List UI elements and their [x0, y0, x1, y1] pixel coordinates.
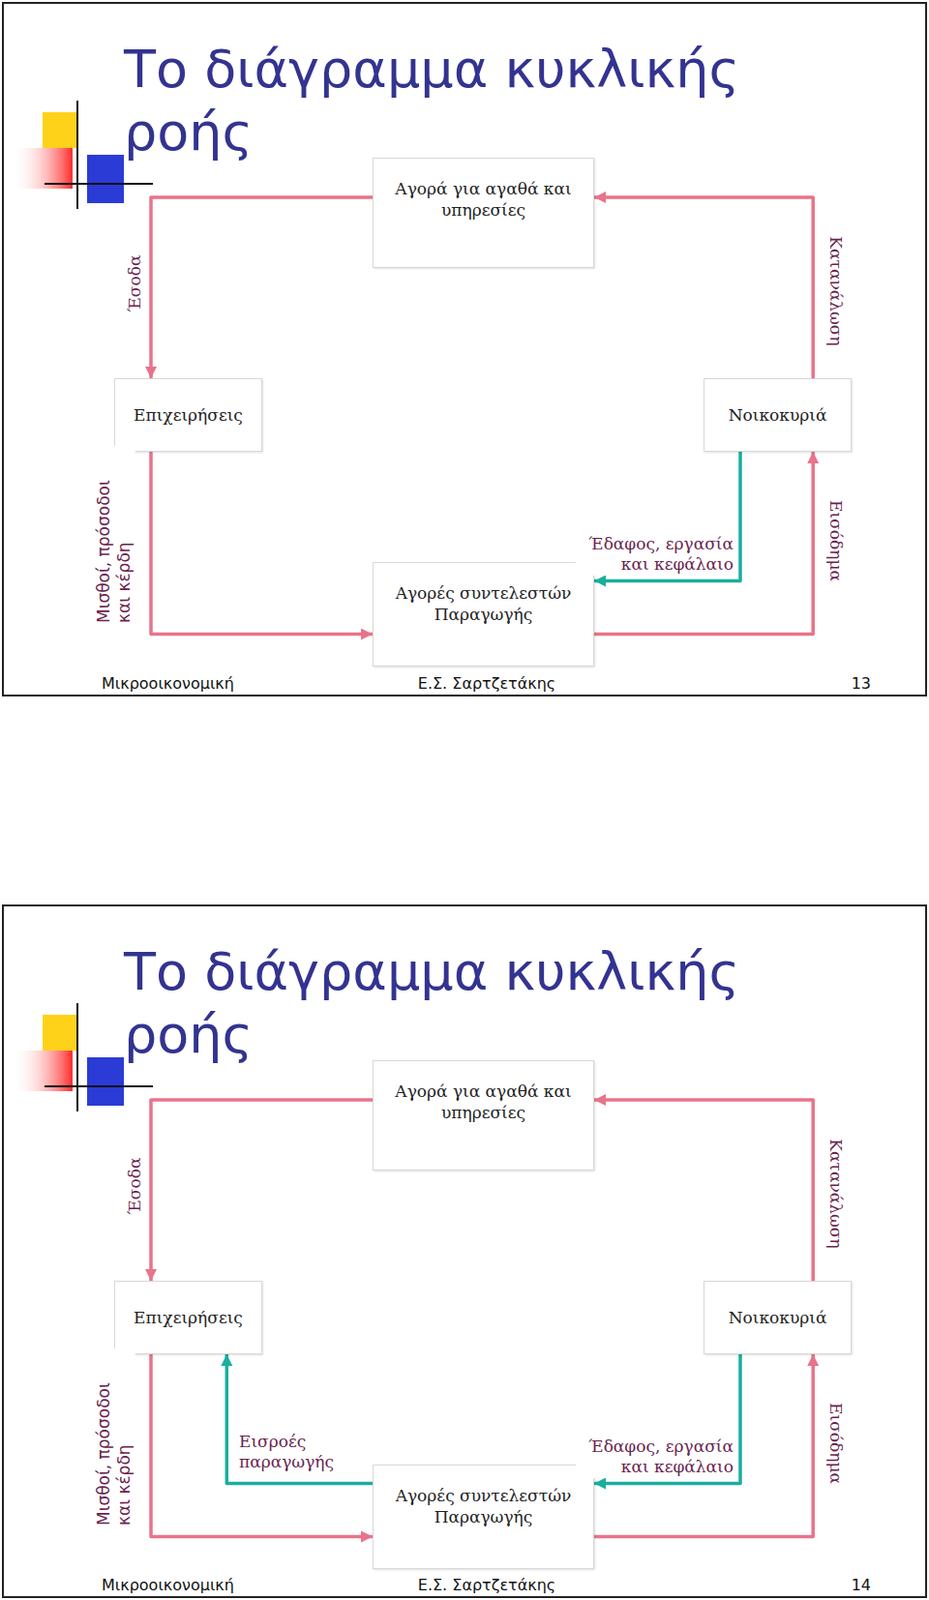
flow-label: Έδαφος, εργασία και κεφάλαιο	[575, 534, 737, 576]
flow-arrow	[150, 197, 373, 379]
flow-label: Εισόδημα	[824, 1400, 845, 1488]
market-box: Αγορά για αγαθά και υπηρεσίες	[372, 1060, 595, 1171]
flow-arrow	[594, 1100, 813, 1282]
market-box: Νοικοκυριά	[703, 1281, 852, 1355]
market-box: Αγορές συντελεστών Παραγωγής	[372, 562, 595, 667]
flow-label: Μισθοί, πρόσοδοι και κέρδη	[93, 446, 136, 627]
box-label: Επιχειρήσεις	[133, 1307, 243, 1329]
flow-arrow	[150, 1354, 373, 1538]
slide-footer: Μικροοικονομική	[101, 1576, 235, 1595]
flow-label: Μισθοί, πρόσοδοι και κέρδη	[93, 1348, 136, 1529]
flow-arrow	[150, 451, 373, 635]
slide-footer: 14	[851, 1576, 871, 1595]
flow-label: Έσοδα	[124, 252, 146, 316]
market-box: Επιχειρήσεις	[114, 1281, 263, 1355]
slide-footer: Ε.Σ. Σαρτζετάκης	[418, 1576, 556, 1595]
flow-label: Εισόδημα	[824, 497, 845, 585]
market-box: Επιχειρήσεις	[114, 378, 263, 452]
flow-label: Κατανάλωση	[824, 233, 845, 349]
box-label: Αγορές συντελεστών Παραγωγής	[383, 1485, 584, 1529]
box-label: Επιχειρήσεις	[133, 404, 243, 426]
flow-arrow	[594, 197, 813, 379]
slide-title: Το διάγραμμα κυκλικής ροής	[123, 941, 860, 1068]
slide-footer: Ε.Σ. Σαρτζετάκης	[418, 674, 556, 693]
box-label: Νοικοκυριά	[728, 404, 828, 426]
flow-arrow	[150, 1100, 373, 1282]
box-label: Νοικοκυριά	[728, 1307, 828, 1329]
flow-label: Κατανάλωση	[824, 1136, 845, 1252]
slide-footer: Μικροοικονομική	[101, 674, 235, 693]
flow-label: Έσοδα	[124, 1155, 146, 1219]
box-label: Αγορά για αγαθά και υπηρεσίες	[383, 178, 584, 221]
flow-arrow	[226, 1354, 373, 1484]
market-box: Αγορά για αγαθά και υπηρεσίες	[372, 157, 595, 269]
market-box: Αγορές συντελεστών Παραγωγής	[372, 1465, 595, 1570]
slide-title: Το διάγραμμα κυκλικής ροής	[123, 38, 860, 165]
market-box: Νοικοκυριά	[703, 378, 852, 452]
flow-label: Έδαφος, εργασία και κεφάλαιο	[575, 1437, 737, 1479]
slide-footer: 13	[851, 674, 871, 693]
box-label: Αγορές συντελεστών Παραγωγής	[383, 582, 584, 626]
flow-label: Εισροές παραγωγής	[236, 1432, 359, 1474]
box-label: Αγορά για αγαθά και υπηρεσίες	[383, 1080, 584, 1124]
